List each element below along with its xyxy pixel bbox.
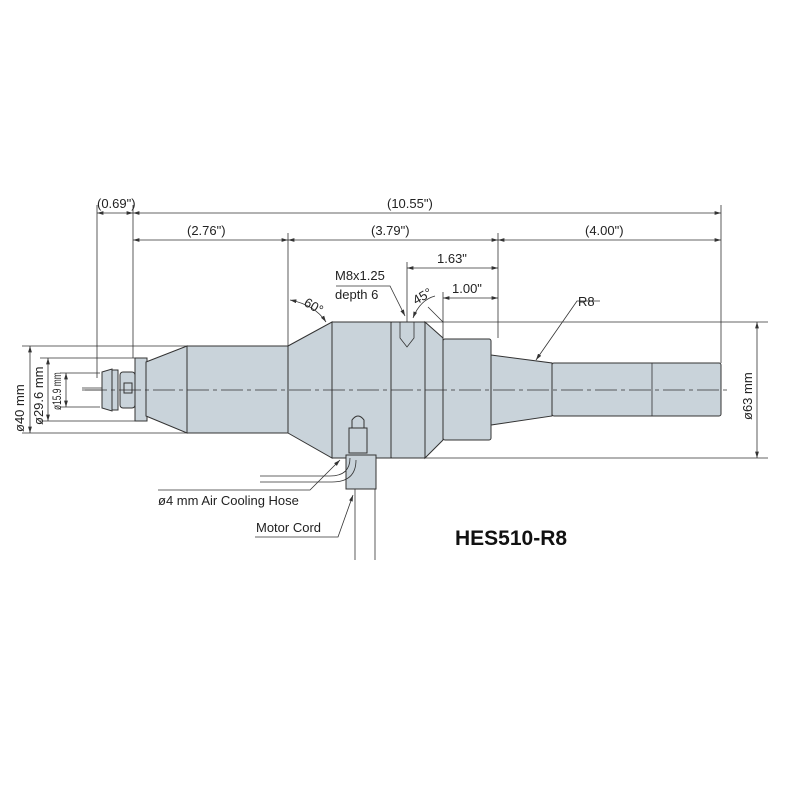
dim-body-diameter: ø63 mm [740,372,755,420]
dim-front: (2.76") [187,223,226,238]
extension-lines [22,205,768,459]
dim-tool: (0.69") [97,196,136,211]
dim-nose-diameter: ø40 mm [12,384,27,432]
dim-tool-diameter: ø15.9 mm [52,372,65,410]
dim-shank: (4.00") [585,223,624,238]
thread-hole [399,322,415,348]
connector [260,415,377,560]
dim-chamfer-offset: 1.00" [452,281,482,296]
angle-front: 60° [302,295,327,318]
taper-label: R8 [578,294,595,309]
dim-middle: (3.79") [371,223,410,238]
model-title: HES510-R8 [455,527,567,550]
dim-total: (10.55") [387,196,433,211]
dim-hole-offset: 1.63" [437,251,467,266]
dim-collet-diameter: ø29.6 mm [31,366,46,425]
thread-spec: M8x1.25 [335,268,385,283]
thread-depth: depth 6 [335,287,378,302]
dimension-lines [28,211,759,458]
angle-chamfer: 45° [410,285,435,308]
hose-label: ø4 mm Air Cooling Hose [158,493,299,508]
cord-label: Motor Cord [256,520,321,535]
